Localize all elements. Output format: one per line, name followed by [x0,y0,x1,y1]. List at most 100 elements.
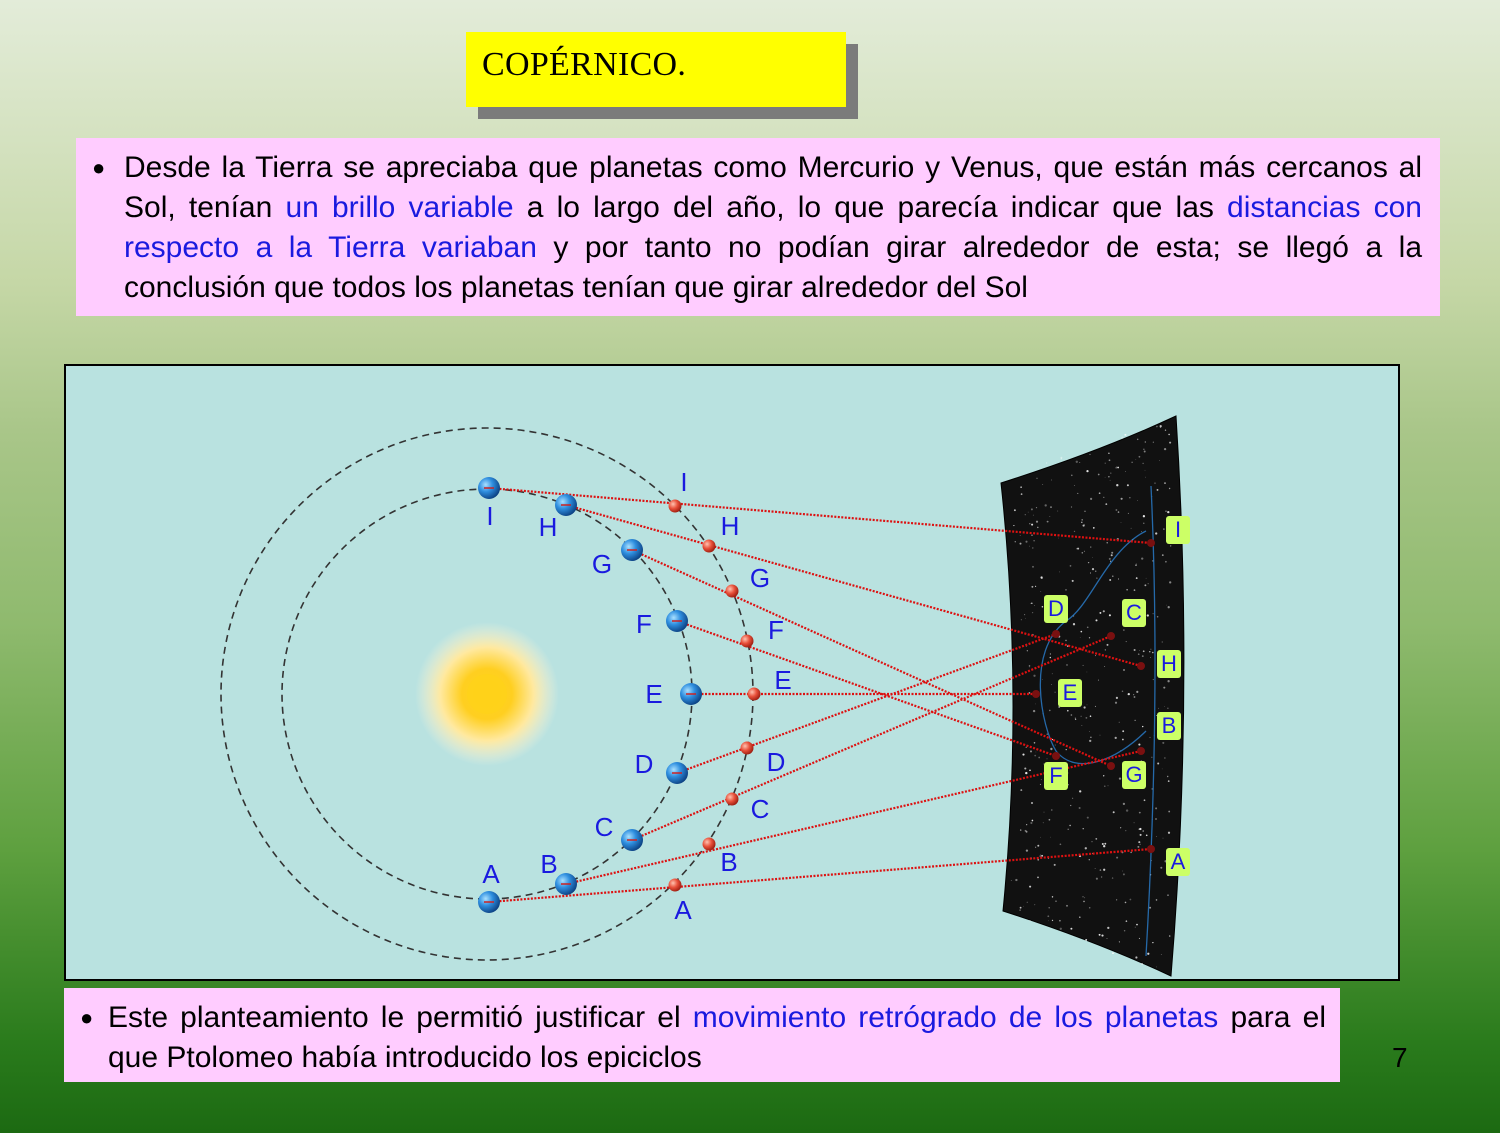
star [1149,736,1151,738]
star [1030,821,1033,825]
sightline [565,503,1142,668]
star [1143,448,1145,450]
star [1051,673,1053,675]
star [1105,503,1108,506]
star [1109,479,1111,481]
star [1079,790,1082,793]
star [1091,853,1093,854]
star [1086,626,1089,629]
star [1088,859,1090,861]
star [1059,927,1062,930]
star [1028,665,1031,667]
star [1155,818,1157,820]
star [1156,714,1158,717]
star [1160,954,1162,956]
star [1125,920,1128,922]
star [1151,756,1153,758]
star [1035,751,1037,753]
bullet-icon: ● [80,1005,94,1030]
star [1161,554,1164,556]
star [1034,846,1037,848]
star [1167,894,1169,896]
star [1043,763,1045,765]
star [1165,510,1167,513]
star [1025,771,1028,775]
star [1161,641,1163,643]
star [1081,521,1083,524]
sky-point [1107,632,1115,640]
star [1155,807,1158,810]
star [1019,829,1022,831]
star [1124,433,1127,436]
star [1104,462,1106,464]
star [1156,425,1158,428]
sky-label-box [1044,595,1068,623]
star [1126,484,1129,487]
star [1164,482,1166,484]
star [1106,643,1109,646]
star [1141,557,1144,560]
star [1120,497,1123,500]
star [1084,510,1086,513]
star [1098,492,1101,495]
star [1103,496,1105,499]
intro-highlight-2: distancias con respecto a la Tierra vari… [124,191,1422,264]
slide-title: COPÉRNICO. [482,46,687,83]
star [1031,602,1033,605]
star [1121,436,1124,439]
star [1059,919,1061,922]
star [1121,690,1124,693]
star [1040,779,1042,781]
star [1019,906,1022,909]
star [1072,936,1073,938]
star [1142,515,1146,518]
star [1134,719,1136,721]
star [1133,694,1135,696]
star [1026,901,1028,903]
star [1122,738,1124,741]
star [1127,512,1129,514]
star [1020,619,1022,621]
star [1081,519,1083,521]
planet-position-label: H [721,511,740,541]
star [1122,802,1126,806]
star [1138,743,1141,746]
star [1024,617,1026,619]
sky-background [1000,415,1185,977]
sky-label: F [1049,763,1062,788]
star [1051,684,1052,685]
star [1141,962,1144,965]
sky-label-box [1157,650,1181,678]
star [1025,746,1027,748]
star [1029,885,1032,888]
star [1080,630,1083,633]
star [1086,704,1088,706]
star [1096,577,1098,579]
star [1117,511,1120,513]
planet-icon [702,539,716,553]
star [1051,738,1054,741]
star [1138,455,1141,458]
star [1129,497,1131,499]
star [1079,637,1081,638]
star [1066,904,1068,907]
celestial-sphere [1000,415,1185,977]
star [1124,901,1127,904]
star [1125,830,1127,832]
star [1152,678,1154,681]
star [1089,731,1090,732]
star [1125,470,1126,472]
star [1146,614,1149,617]
star [1156,836,1157,837]
star [1137,500,1138,501]
sky-label-box [1058,679,1082,707]
conclusion-part-2: para el que Ptolomeo había introducido l… [108,1001,1326,1074]
intro-paragraph: ●Desde la Tierra se apreciaba que planet… [92,148,1422,308]
star [1123,669,1125,671]
star [1138,828,1140,830]
star [1046,520,1049,523]
star [1133,589,1136,591]
star [1167,510,1170,514]
star [1170,545,1172,547]
